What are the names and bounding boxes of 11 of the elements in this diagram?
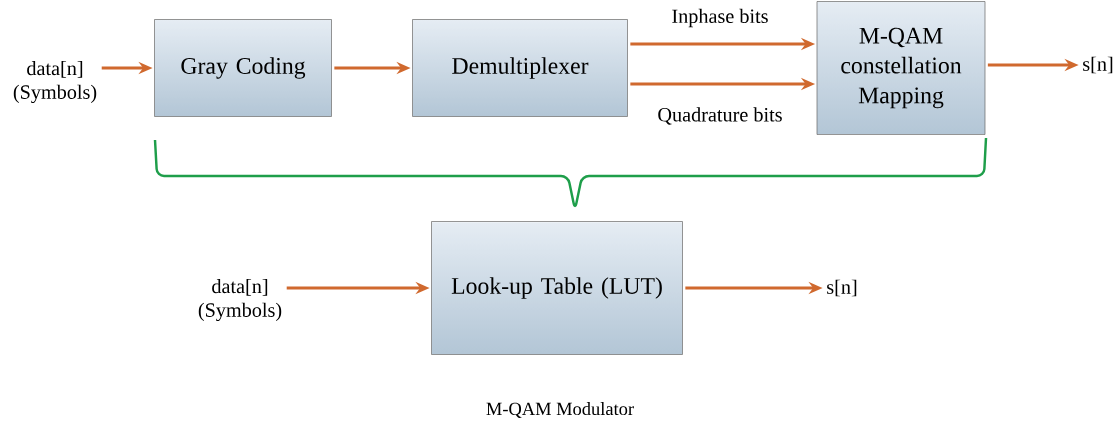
process-box: M-QAM constellation Mapping: [816, 1, 986, 135]
process-box: Look-up Table (LUT): [431, 221, 683, 355]
edge-label: Inphase bits: [669, 7, 771, 29]
edge-label: Quadrature bits: [655, 105, 785, 127]
process-box: Gray Coding: [154, 19, 332, 117]
caption: M-QAM Modulator: [486, 402, 634, 418]
signal-label: s[n]: [827, 279, 857, 297]
process-box: Demultiplexer: [412, 19, 628, 117]
signal-label: data[n] (Symbols): [13, 60, 97, 104]
signal-label: data[n] (Symbols): [198, 278, 282, 322]
signal-label: s[n]: [1083, 56, 1113, 74]
